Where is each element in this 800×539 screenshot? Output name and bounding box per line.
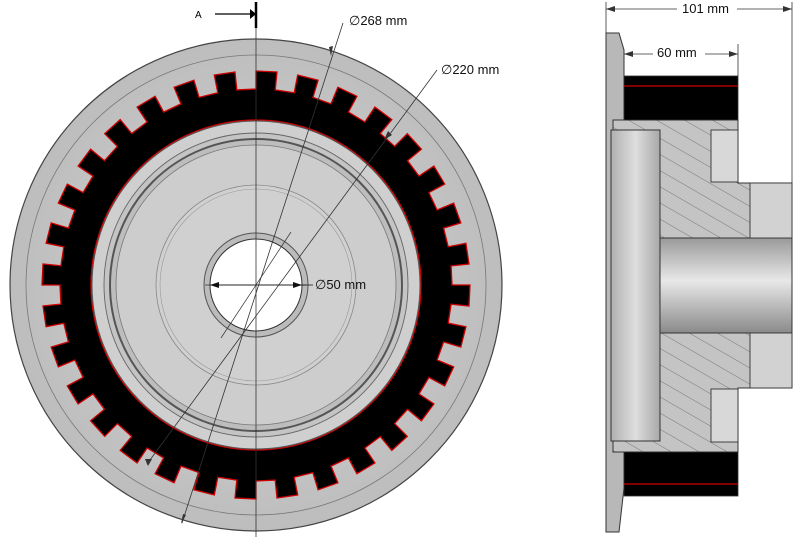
- pitch-diameter-arrow-bottom: [145, 459, 152, 466]
- pitch-diameter-arrow-top: [384, 131, 392, 140]
- bore-step-lower: [749, 332, 793, 389]
- face-width-arrow-right: [729, 51, 738, 57]
- section-view: 101 mm 60 mm: [605, 0, 793, 533]
- bore-arrow-right: [293, 282, 302, 288]
- front-view: A ∅268 mm ∅220 mm ∅50 mm: [9, 2, 503, 537]
- tooth-band-upper: [623, 75, 739, 121]
- face-width-label: 60 mm: [657, 45, 697, 60]
- outer-diameter-arrow-top: [329, 46, 333, 56]
- bore-arrow-left: [210, 282, 219, 288]
- recess-lower: [710, 388, 739, 443]
- overall-length-arrow-left: [606, 6, 615, 12]
- outer-diameter-arrow-bottom: [181, 514, 186, 524]
- pitch-diameter-label: ∅220 mm: [441, 62, 499, 77]
- overall-length-label-bg: [677, 0, 737, 16]
- bore-step-upper: [749, 182, 793, 239]
- section-arrow-head: [250, 9, 256, 19]
- tooth-band-lower: [623, 451, 739, 497]
- hub-cavity: [610, 129, 661, 442]
- face-width-arrow-left: [624, 51, 633, 57]
- face-width-label-bg: [653, 45, 705, 60]
- bore-diameter-label: ∅50 mm: [315, 277, 366, 292]
- overall-length-label: 101 mm: [682, 1, 729, 16]
- section-label: A: [195, 10, 202, 21]
- bore-diagonal-1: [220, 231, 292, 339]
- recess-upper: [710, 129, 739, 183]
- bore-section: [659, 237, 793, 334]
- outer-diameter-label: ∅268 mm: [349, 13, 407, 28]
- overall-length-arrow-right: [783, 6, 792, 12]
- outer-diameter-leader: [181, 22, 344, 524]
